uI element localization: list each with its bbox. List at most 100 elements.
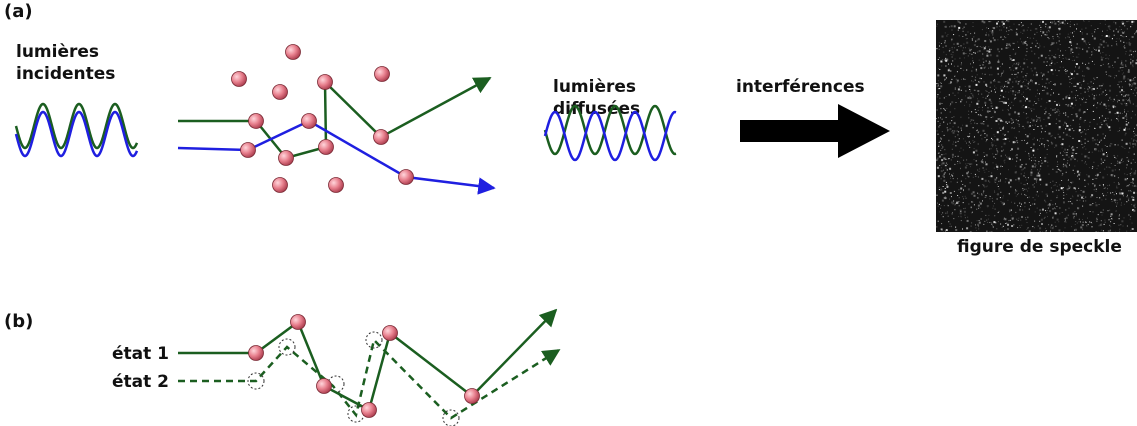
speckle-dot: [1012, 93, 1014, 95]
speckle-dot: [967, 135, 969, 137]
speckle-dot: [1100, 39, 1102, 41]
speckle-dot: [1088, 86, 1090, 88]
speckle-dot: [1006, 123, 1008, 124]
speckle-dot: [1030, 174, 1033, 177]
speckle-dot: [996, 150, 998, 152]
speckle-dot: [1126, 157, 1128, 159]
speckle-dot: [1083, 20, 1085, 22]
speckle-dot: [990, 175, 993, 178]
speckle-dot: [996, 183, 998, 185]
speckle-dot: [944, 42, 946, 44]
speckle-dot: [953, 122, 956, 125]
speckle-dot: [1048, 26, 1051, 29]
speckle-dot: [1066, 123, 1067, 125]
speckle-dot: [1033, 186, 1035, 188]
speckle-dot: [980, 134, 982, 136]
speckle-dot: [1126, 164, 1128, 166]
speckle-dot: [951, 226, 952, 228]
speckle-dot: [1109, 97, 1111, 99]
speckle-dot: [1022, 33, 1024, 34]
speckle-dot: [1080, 93, 1082, 95]
speckle-dot: [1121, 69, 1123, 71]
speckle-dot: [953, 141, 954, 143]
speckle-dot: [977, 192, 979, 194]
speckle-dot: [1092, 178, 1094, 180]
speckle-dot: [1068, 97, 1071, 100]
speckle-dot: [985, 168, 987, 170]
speckle-dot: [964, 104, 965, 106]
speckle-dot: [960, 46, 962, 48]
speckle-dot: [1096, 175, 1098, 177]
speckle-dot: [976, 74, 978, 76]
speckle-dot: [1058, 120, 1061, 123]
speckle-dot: [1112, 192, 1114, 193]
speckle-dot: [1023, 111, 1025, 113]
speckle-dot: [1031, 108, 1033, 110]
speckle-dot: [1082, 147, 1084, 149]
speckle-dot: [1124, 22, 1126, 24]
speckle-dot: [966, 101, 967, 103]
speckle-dot: [1098, 225, 1100, 227]
speckle-dot: [1024, 194, 1026, 196]
speckle-dot: [1015, 195, 1017, 197]
speckle-dot: [1049, 210, 1051, 212]
speckle-dot: [1027, 227, 1029, 229]
speckle-dot: [1022, 82, 1024, 83]
speckle-dot: [1037, 139, 1038, 141]
speckle-dot: [992, 162, 994, 164]
speckle-dot: [993, 80, 995, 82]
speckle-dot: [1018, 116, 1020, 118]
speckle-dot: [1045, 210, 1047, 212]
speckle-dot: [1106, 44, 1109, 47]
speckle-dot: [990, 102, 992, 104]
speckle-dot: [973, 141, 975, 143]
speckle-dot: [956, 82, 958, 84]
speckle-dot: [1118, 120, 1119, 122]
speckle-dot: [1082, 219, 1083, 220]
speckle-dot: [1001, 48, 1003, 50]
speckle-dot: [1048, 57, 1051, 60]
speckle-dot: [1088, 167, 1090, 169]
speckle-dot: [948, 158, 950, 159]
speckle-dot: [1096, 220, 1098, 222]
speckle-dot: [989, 30, 991, 32]
speckle-dot: [1036, 74, 1038, 76]
speckle-dot: [1005, 121, 1008, 124]
speckle-dot: [1085, 63, 1086, 65]
speckle-dot: [1027, 37, 1029, 38]
speckle-dot: [1069, 26, 1071, 28]
speckle-dot: [1058, 20, 1061, 23]
speckle-dot: [1036, 191, 1038, 193]
speckle-dot: [1115, 28, 1117, 30]
green-scattering-path: [178, 76, 492, 160]
speckle-dot: [992, 200, 994, 202]
speckle-dot: [1122, 77, 1125, 80]
speckle-dot: [1035, 160, 1037, 162]
speckle-dot: [1007, 222, 1009, 224]
speckle-dot: [937, 205, 939, 207]
speckle-dot: [1110, 143, 1112, 145]
speckle-dot: [1040, 218, 1043, 221]
speckle-dot: [1042, 31, 1044, 33]
speckle-dot: [969, 163, 971, 165]
speckle-dot: [1016, 76, 1018, 78]
speckle-dot: [1125, 98, 1127, 100]
speckle-dot: [1074, 224, 1076, 225]
speckle-dot: [1037, 47, 1039, 49]
speckle-dot: [1016, 157, 1018, 159]
speckle-dot: [1132, 66, 1134, 68]
speckle-dot: [1092, 183, 1094, 185]
speckle-dot: [1026, 228, 1028, 230]
speckle-dot: [1114, 169, 1116, 171]
speckle-dot: [1112, 64, 1113, 66]
speckle-dot: [1051, 227, 1054, 230]
speckle-dot: [1128, 99, 1130, 101]
speckle-dot: [1003, 26, 1005, 28]
speckle-dot: [1014, 67, 1016, 69]
speckle-dot: [947, 69, 950, 72]
speckle-dot: [946, 184, 948, 186]
speckle-dot: [1044, 217, 1045, 219]
speckle-dot: [1101, 229, 1103, 231]
speckle-dot: [1119, 29, 1121, 31]
speckle-dot: [1039, 176, 1041, 178]
